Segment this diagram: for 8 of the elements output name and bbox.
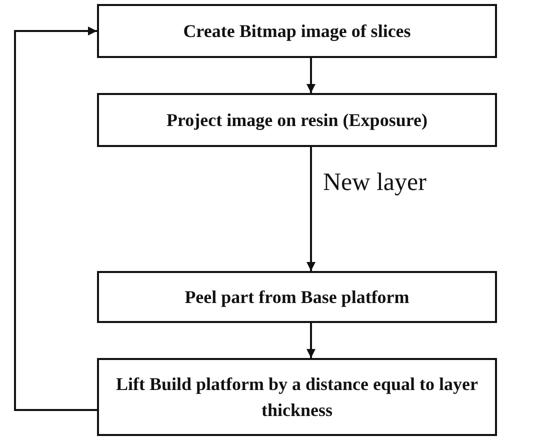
process-box: Project image on resin (Exposure) bbox=[97, 93, 497, 147]
process-box: Peel part from Base platform bbox=[97, 271, 497, 323]
arrow bbox=[306, 147, 316, 271]
arrow bbox=[306, 58, 316, 93]
process-box: Create Bitmap image of slices bbox=[97, 4, 497, 58]
arrow bbox=[306, 323, 316, 358]
process-box: Lift Build platform by a distance equal to layer thickness bbox=[97, 358, 497, 436]
arrow bbox=[14, 26, 97, 411]
